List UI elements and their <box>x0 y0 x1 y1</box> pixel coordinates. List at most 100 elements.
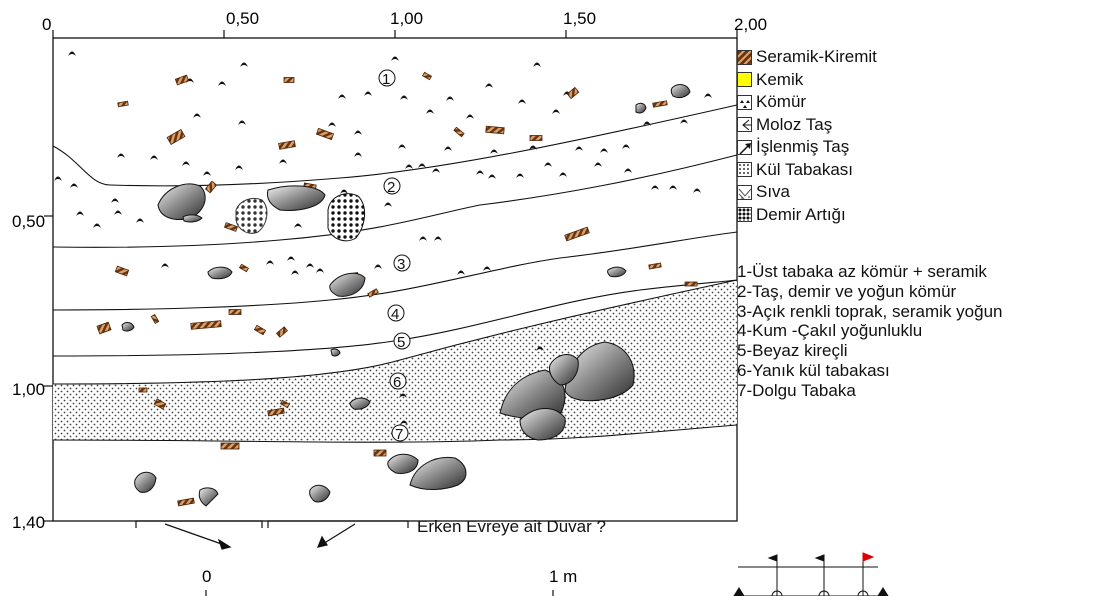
legend: Seramik-Kiremit Kemik Kömür Moloz Taş İş… <box>737 46 1107 226</box>
layer-description-1: 1-Üst tabaka az kömür + seramik <box>737 262 987 281</box>
layer-description-7: 7-Dolgu Tabaka <box>737 380 856 400</box>
charcoal-mark <box>485 83 493 88</box>
ceramic-fragment <box>253 324 267 336</box>
ceramic-fragment <box>283 77 295 83</box>
legend-item-bone: Kemik <box>737 69 1107 92</box>
bone-swatch-icon <box>737 72 752 88</box>
layer-marker-6: 6 <box>393 374 401 391</box>
charcoal-mark <box>364 91 372 96</box>
layer-description-2: 2-Taş, demir ve yoğun kömür <box>737 281 957 301</box>
charcoal-mark <box>432 168 440 173</box>
charcoal-mark <box>457 270 465 275</box>
legend-label: Moloz Taş <box>756 114 833 134</box>
ceramic-fragment <box>421 71 433 81</box>
left-axis-tick-100: 1,00 <box>12 380 45 399</box>
layer-descriptions: 1-Üst tabaka az kömür + seramik 2-Taş, d… <box>737 262 1003 401</box>
charcoal-mark <box>161 263 169 268</box>
ceramic-fragment <box>153 398 167 410</box>
charcoal-mark <box>316 268 324 273</box>
legend-label: Seramik-Kiremit <box>756 47 877 67</box>
ceramic-fragment <box>566 86 580 100</box>
legend-label: Kül Tabakası <box>756 159 854 179</box>
top-axis-tick-0: 0 <box>42 15 51 34</box>
charcoal-mark <box>70 183 78 188</box>
charcoal-mark <box>93 223 101 228</box>
legend-item-ceramic: Seramik-Kiremit <box>737 46 1107 69</box>
charcoal-mark <box>354 152 362 157</box>
ceramic-fragment <box>275 326 289 338</box>
legend-item-ash: Kül Tabakası <box>737 159 1107 182</box>
ceramic-fragment <box>315 127 335 141</box>
ceramic-fragment <box>373 449 387 457</box>
charcoal-mark <box>704 93 712 98</box>
wall-brackets <box>135 520 409 550</box>
charcoal-mark <box>340 189 348 194</box>
charcoal-mark <box>117 153 125 158</box>
layer-description-5: 5-Beyaz kireçli <box>737 341 848 361</box>
layer-markers: 1 2 3 4 5 6 7 <box>378 69 411 443</box>
charcoal-mark <box>218 81 226 86</box>
ash-layer-6 <box>53 280 737 443</box>
charcoal-mark <box>594 162 602 167</box>
section-frame <box>52 37 738 522</box>
charcoal-mark <box>398 144 406 149</box>
charcoal-mark <box>444 146 452 151</box>
charcoal-swatch-icon <box>737 94 752 110</box>
layer-marker-7: 7 <box>395 426 403 443</box>
ceramic-fragment <box>223 222 239 232</box>
top-axis-tick-150: 1,50 <box>563 9 596 28</box>
ceramic-fragment <box>228 309 242 315</box>
ceramic-tile-swatch-icon <box>737 49 752 65</box>
charcoal-mark <box>266 260 274 265</box>
charcoal-mark <box>446 96 454 101</box>
top-axis <box>52 30 738 38</box>
ceramic-fragment <box>114 265 130 277</box>
layer-boundaries <box>52 104 738 443</box>
charcoal-mark <box>476 170 484 175</box>
legend-label: Sıva <box>756 182 791 202</box>
legend-label: Kemik <box>756 69 804 89</box>
ceramic-fragment <box>204 180 218 194</box>
charcoal-mark <box>238 120 246 125</box>
legend-label: İşlenmiş Taş <box>756 137 850 157</box>
scale-bar <box>205 590 554 596</box>
ceramic-fragment <box>279 399 291 409</box>
layer-description-6: 6-Yanık kül tabakası <box>737 360 890 380</box>
ceramic-fragment <box>648 262 662 270</box>
charcoal-mark <box>76 211 84 216</box>
plaster-swatch-icon <box>737 184 752 200</box>
charcoal-mark <box>294 223 302 228</box>
charcoal-mark <box>544 162 552 167</box>
charcoal-mark <box>559 172 567 177</box>
top-axis-tick-050: 0,50 <box>226 9 259 28</box>
charcoal-mark <box>279 159 287 164</box>
ceramic-fragment <box>564 226 590 242</box>
legend-item-worked-stone: İşlenmiş Taş <box>737 136 1107 159</box>
charcoal-mark <box>374 264 382 269</box>
ash-layer-swatch-icon <box>737 162 752 178</box>
worked-stone-swatch-icon <box>737 139 752 155</box>
layer-marker-4: 4 <box>391 306 399 323</box>
charcoal-mark <box>306 263 314 268</box>
ceramic-fragment <box>267 407 285 417</box>
legend-item-iron-slag: Demir Artığı <box>737 204 1107 227</box>
ceramic-fragment <box>278 140 296 150</box>
charcoal-mark <box>354 130 362 135</box>
charcoal-mark <box>235 165 243 170</box>
iron-slag-swatch-icon <box>737 207 752 223</box>
charcoal-mark <box>136 218 144 223</box>
charcoal-mark <box>193 113 201 118</box>
charcoal-mark <box>624 168 632 173</box>
ceramic-fragment <box>453 126 465 138</box>
charcoal-mark <box>399 393 407 398</box>
stones <box>121 84 691 507</box>
charcoal-mark <box>291 270 299 275</box>
charcoal-mark <box>328 122 336 127</box>
ceramic-fragment <box>96 321 112 335</box>
charcoal-mark <box>338 94 346 99</box>
charcoal-mark <box>600 148 608 153</box>
left-axis-tick-140: 1,40 <box>12 513 45 532</box>
iron-slag-patch <box>327 193 365 242</box>
charcoal-mark <box>622 144 630 149</box>
